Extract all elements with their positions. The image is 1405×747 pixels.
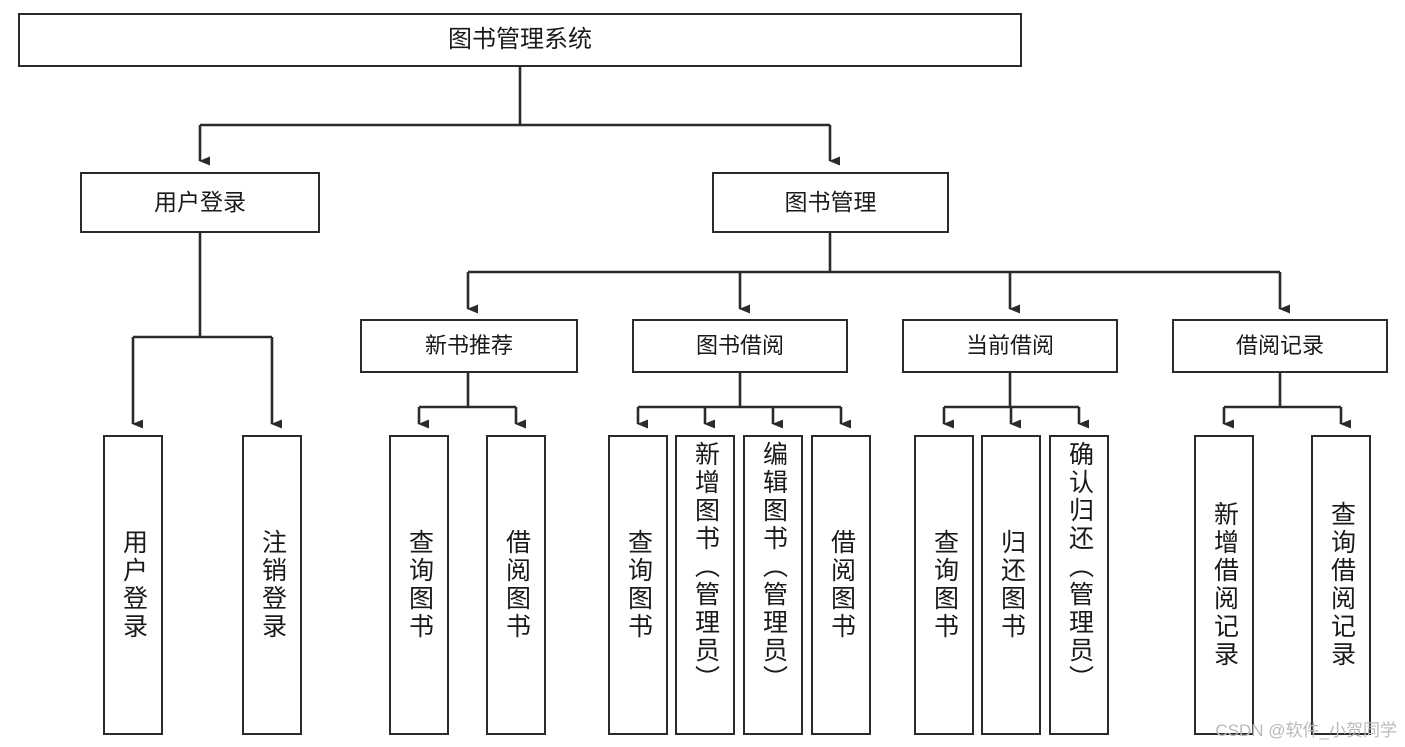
node-book-borrow[interactable]: 图书借阅: [632, 319, 848, 373]
node-label: 查询借阅记录: [1327, 501, 1356, 669]
leaf-user-login-logout[interactable]: 注销登录: [242, 435, 302, 735]
node-current-borrow[interactable]: 当前借阅: [902, 319, 1118, 373]
leaf-records-query-record[interactable]: 查询借阅记录: [1311, 435, 1371, 735]
node-label: 用户登录: [154, 188, 246, 215]
node-book-management[interactable]: 图书管理: [712, 172, 949, 233]
node-label: 图书管理: [784, 188, 877, 215]
leaf-current-borrow-return-book[interactable]: 归还图书: [981, 435, 1041, 735]
leaf-user-login-login[interactable]: 用户登录: [103, 435, 163, 735]
node-label: 新书推荐: [424, 332, 513, 358]
node-label: 查询图书: [624, 529, 653, 641]
leaf-book-borrow-add-book-admin[interactable]: 新增图书（管理员）: [675, 435, 735, 735]
node-root-book-management-system[interactable]: 图书管理系统: [18, 13, 1022, 67]
leaf-current-borrow-confirm-return-admin[interactable]: 确认归还（管理员）: [1049, 435, 1109, 735]
node-user-login[interactable]: 用户登录: [80, 172, 320, 233]
leaf-new-book-borrow-book[interactable]: 借阅图书: [486, 435, 546, 735]
node-label: 查询图书: [405, 529, 434, 641]
node-label: 当前借阅: [965, 332, 1054, 358]
node-label: 查询图书: [930, 529, 959, 641]
leaf-book-borrow-borrow-book[interactable]: 借阅图书: [811, 435, 871, 735]
node-label: 借阅图书: [502, 529, 531, 641]
node-label: 注销登录: [258, 529, 287, 641]
leaf-records-add-record[interactable]: 新增借阅记录: [1194, 435, 1254, 735]
node-label: 借阅图书: [827, 529, 856, 641]
node-label: 借阅记录: [1235, 332, 1324, 358]
node-label: 用户登录: [119, 529, 148, 641]
node-new-book-recommend[interactable]: 新书推荐: [360, 319, 578, 373]
node-label: 新增图书（管理员）: [691, 441, 720, 693]
node-label: 确认归还（管理员）: [1065, 441, 1094, 693]
leaf-new-book-query-book[interactable]: 查询图书: [389, 435, 449, 735]
node-label: 编辑图书（管理员）: [759, 441, 788, 693]
node-borrow-records[interactable]: 借阅记录: [1172, 319, 1388, 373]
node-label: 归还图书: [997, 529, 1026, 641]
leaf-book-borrow-query-book[interactable]: 查询图书: [608, 435, 668, 735]
node-label: 图书借阅: [695, 332, 784, 358]
node-label: 图书管理系统: [448, 25, 592, 53]
leaf-current-borrow-query-book[interactable]: 查询图书: [914, 435, 974, 735]
leaf-book-borrow-edit-book-admin[interactable]: 编辑图书（管理员）: [743, 435, 803, 735]
node-label: 新增借阅记录: [1210, 501, 1239, 669]
csdn-watermark: CSDN @软件_小贺同学: [1215, 721, 1397, 740]
